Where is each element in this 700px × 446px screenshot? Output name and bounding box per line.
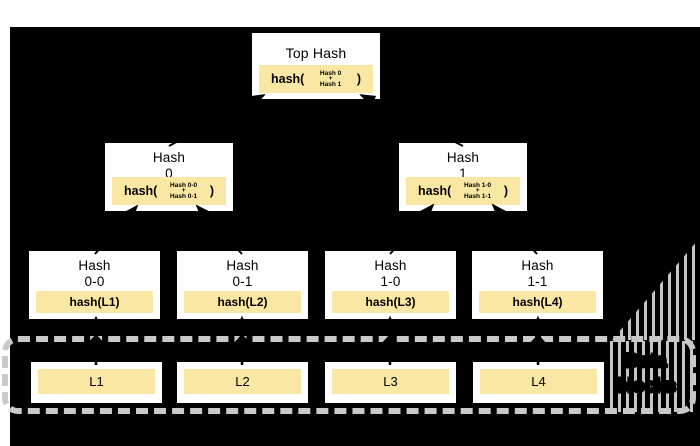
node-hash-1-0: Hash 1-0 hash(L3) bbox=[325, 251, 456, 319]
node-title-line2: 1-1 bbox=[527, 274, 548, 289]
hash-arg1: Hash 1-0 bbox=[464, 181, 492, 189]
data-block-l1: L1 bbox=[31, 362, 162, 403]
data-block-l3: L3 bbox=[325, 362, 456, 403]
node-title-line2: 1 bbox=[459, 166, 467, 181]
hash-fn-close: ) bbox=[503, 184, 508, 198]
hash-expression: hash( Hash 0-0 + Hash 0-1 ) bbox=[112, 177, 226, 205]
node-title-line1: Hash bbox=[226, 258, 259, 273]
node-title-line1: Hash bbox=[78, 258, 111, 273]
node-title-line1: Hash bbox=[521, 258, 554, 273]
hash-fn-open: hash( bbox=[418, 184, 452, 198]
node-title-line1: Hash bbox=[152, 150, 186, 165]
plus-operator: + bbox=[328, 75, 333, 83]
node-title: Hash 0 bbox=[105, 143, 233, 182]
node-hash-0-1: Hash 0-1 hash(L2) bbox=[177, 251, 308, 319]
node-title: Hash 1 bbox=[399, 143, 527, 182]
plus-operator: + bbox=[475, 187, 480, 195]
hash-arg1: Hash 0 bbox=[319, 69, 342, 77]
hash-expression: hash( Hash 1-0 + Hash 1-1 ) bbox=[406, 177, 520, 205]
node-title-line2: 0-0 bbox=[84, 274, 105, 289]
hash-expression: hash( Hash 0 + Hash 1 ) bbox=[259, 65, 373, 93]
node-top-hash: Top Hash hash( Hash 0 + Hash 1 ) bbox=[252, 33, 380, 99]
node-title-line2: 1-0 bbox=[380, 274, 401, 289]
node-hash-1-1: Hash 1-1 hash(L4) bbox=[472, 251, 603, 319]
node-title: Hash 0-0 bbox=[29, 251, 160, 290]
data-blocks-label-line2: blocks bbox=[614, 375, 677, 399]
data-block-label: L3 bbox=[332, 369, 449, 394]
hash-expression: hash(L1) bbox=[36, 291, 153, 313]
hash-label: hash(L3) bbox=[365, 295, 416, 309]
hash-label: hash(L4) bbox=[512, 295, 563, 309]
hash-args: Hash 0-0 + Hash 0-1 bbox=[170, 181, 198, 200]
hash-arg2: Hash 0-1 bbox=[170, 192, 198, 200]
data-block-l4: L4 bbox=[473, 362, 604, 403]
node-hash-1: Hash 1 hash( Hash 1-0 + Hash 1-1 ) bbox=[399, 143, 527, 211]
hash-label: hash(L1) bbox=[69, 295, 120, 309]
hash-args: Hash 0 + Hash 1 bbox=[319, 69, 342, 88]
node-title-line1: Hash bbox=[446, 150, 480, 165]
data-blocks-label-line1: Data bbox=[624, 350, 668, 374]
sketch-hatch-fill bbox=[610, 341, 696, 412]
node-title-line2: 0-1 bbox=[232, 274, 253, 289]
node-title-line2: 0 bbox=[165, 166, 173, 181]
hash-label: hash(L2) bbox=[217, 295, 268, 309]
plus-operator: + bbox=[181, 187, 186, 195]
data-block-label: L2 bbox=[184, 369, 301, 394]
data-block-label: L1 bbox=[38, 369, 155, 394]
data-blocks-label: Data blocks bbox=[602, 349, 690, 399]
data-block-l2: L2 bbox=[177, 362, 308, 403]
node-title: Top Hash bbox=[285, 45, 347, 61]
node-hash-0: Hash 0 hash( Hash 0-0 + Hash 0-1 ) bbox=[105, 143, 233, 211]
hash-fn-close: ) bbox=[356, 72, 361, 86]
hash-expression: hash(L4) bbox=[479, 291, 596, 313]
node-title: Hash 1-0 bbox=[325, 251, 456, 290]
hash-expression: hash(L3) bbox=[332, 291, 449, 313]
hash-fn-open: hash( bbox=[124, 184, 158, 198]
data-block-label: L4 bbox=[480, 369, 597, 394]
hash-args: Hash 1-0 + Hash 1-1 bbox=[464, 181, 492, 200]
hash-arg1: Hash 0-0 bbox=[170, 181, 198, 189]
hash-expression: hash(L2) bbox=[184, 291, 301, 313]
node-hash-0-0: Hash 0-0 hash(L1) bbox=[29, 251, 160, 319]
hash-arg2: Hash 1-1 bbox=[464, 192, 492, 200]
node-title: Hash 0-1 bbox=[177, 251, 308, 290]
hash-fn-open: hash( bbox=[271, 72, 305, 86]
hash-arg2: Hash 1 bbox=[319, 80, 342, 88]
hash-fn-close: ) bbox=[209, 184, 214, 198]
node-title-line1: Hash bbox=[374, 258, 407, 273]
node-title: Hash 1-1 bbox=[472, 251, 603, 290]
